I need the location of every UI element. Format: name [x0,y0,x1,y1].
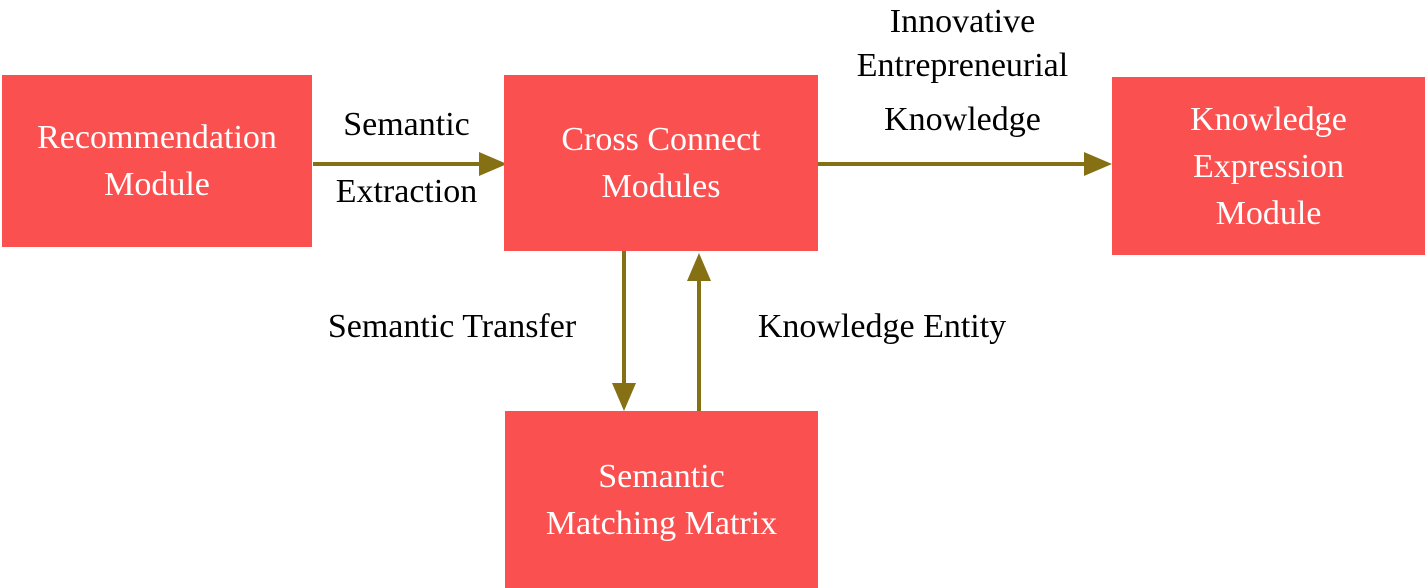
edge-label-semantic-extraction-line1: Semantic [343,106,470,143]
node-recommendation-module: Recommendation Module [2,75,312,247]
node-label-line: Expression [1192,147,1345,185]
edge-label-knowledge-entity: Knowledge Entity [757,308,1007,345]
node-label-line: Modules [601,168,721,205]
node-label-line: Knowledge [1190,100,1347,138]
edge-label-line: Entrepreneurial [856,47,1069,84]
edge-label-innovative-entrepreneurial-knowledge: Innovative Entrepreneurial Knowledge [800,0,1125,142]
node-label-line: Module [1215,194,1322,232]
edge-label-line: Knowledge [884,101,1041,138]
arrow-knowledge-entity [687,253,711,411]
node-label-line: Cross Connect [561,121,761,158]
node-cross-connect-modules: Cross Connect Modules [504,75,818,251]
node-label-line: Semantic [598,457,725,495]
arrow-innovative-entrepreneurial-knowledge [818,152,1112,176]
edge-label-semantic-transfer: Semantic Transfer [327,308,577,345]
node-knowledge-expression-module: Knowledge Expression Module [1112,77,1425,255]
arrow-semantic-extraction [313,152,507,176]
node-label-line: Matching Matrix [545,504,778,542]
node-label-line: Module [104,166,210,203]
node-semantic-matching-matrix: Semantic Matching Matrix [505,411,818,588]
node-label-line: Recommendation [37,119,277,156]
arrow-semantic-transfer [612,251,636,411]
edge-label-semantic-extraction-line2: Extraction [335,173,478,210]
edge-label-line: Innovative [889,3,1036,40]
